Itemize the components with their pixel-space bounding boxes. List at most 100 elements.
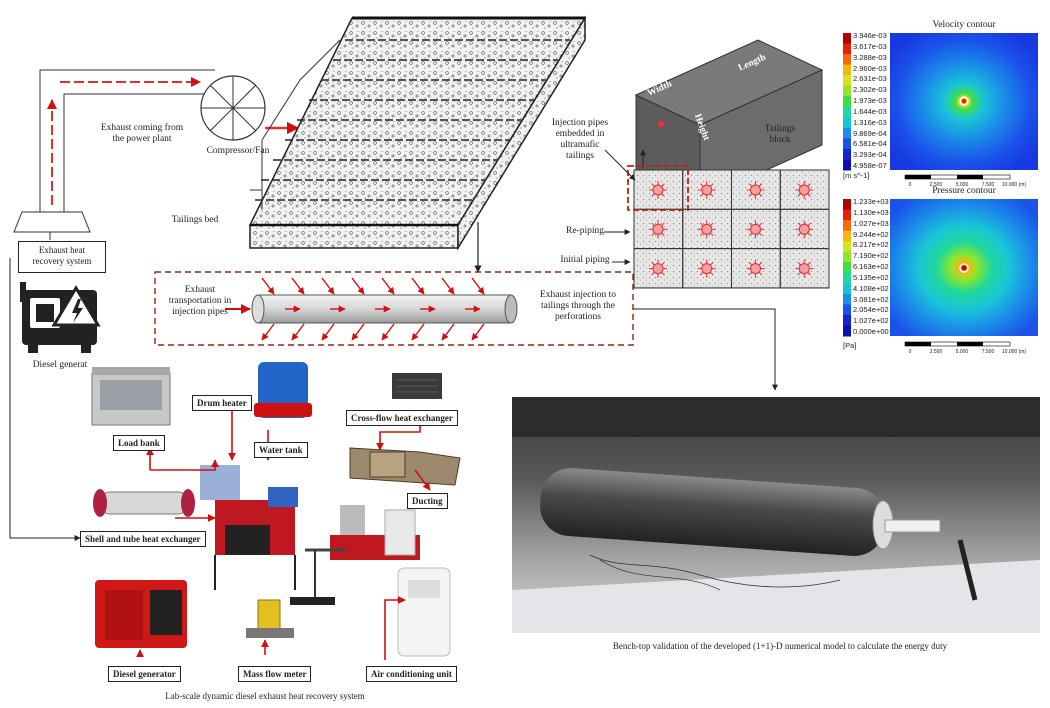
velocity-tick-label: 2.302e-03 xyxy=(853,85,887,95)
grid-cell xyxy=(779,248,830,289)
pressure-colorbar-segment xyxy=(843,272,851,284)
velocity-contour-plot xyxy=(890,33,1038,170)
diesel-generator-icon-label: Diesel generat xyxy=(32,360,88,370)
velocity-colorbar-segment xyxy=(843,64,851,76)
pressure-tick-label: 7.190e+02 xyxy=(853,251,889,261)
injection-point-marker xyxy=(649,181,667,199)
injection-point-marker xyxy=(649,259,667,278)
pressure-tick-label: 1.027e+03 xyxy=(853,218,889,228)
velocity-tick-label: 2.960e-03 xyxy=(853,63,887,73)
velocity-colorbar-segment xyxy=(843,75,851,87)
pressure-colorbar-segment xyxy=(843,304,851,316)
pressure-colorbar-segment xyxy=(843,251,851,263)
ducting-label: Ducting xyxy=(407,493,448,509)
velocity-tick-label: 1.973e-03 xyxy=(853,96,887,105)
connector-line xyxy=(9,258,81,541)
exhaust-coming-label: Exhaust coming from the power plant xyxy=(100,123,184,144)
velocity-scale-label: 2.500 xyxy=(929,182,943,188)
pressure-scale-label: 2.500 xyxy=(929,349,943,355)
exhaust-injection-label: Exhaust injection to tailings through th… xyxy=(540,290,616,322)
lab-caption: Lab-scale dynamic diesel exhaust heat re… xyxy=(165,691,365,701)
velocity-colorbar-segment xyxy=(843,159,851,171)
re-piping-label: Re-piping xyxy=(566,226,604,236)
pressure-title: Pressure contour xyxy=(932,186,996,196)
exhaust-duct xyxy=(13,69,300,240)
velocity-scale-label: 0 xyxy=(908,182,912,188)
pressure-tick-label: 8.217e+02 xyxy=(853,240,889,250)
pressure-scale-label: 7.500 xyxy=(981,349,995,355)
pressure-colorbar-segment xyxy=(843,314,851,326)
pressure-tick-label: 3.081e+02 xyxy=(853,294,889,304)
injection-point-marker xyxy=(697,259,716,278)
pressure-colorbar-segment xyxy=(843,283,851,295)
tailings-bed-label: Tailings bed xyxy=(171,215,219,225)
bench-top-photo xyxy=(512,397,1040,633)
velocity-colorbar-segment xyxy=(843,106,851,118)
lab-system xyxy=(91,362,461,660)
velocity-tick-label: 3.293e-04 xyxy=(853,150,887,160)
pressure-tick-label: 1.233e+03 xyxy=(853,197,889,206)
mass-flow-label: Mass flow meter xyxy=(238,666,312,682)
pressure-tick-label: 1.130e+03 xyxy=(853,207,889,217)
injection-point-marker xyxy=(746,181,765,199)
velocity-tick-label: 1.644e-03 xyxy=(853,106,887,116)
exhaust-heat-recovery-label: Exhaust heat recovery system xyxy=(32,245,92,266)
pressure-colorbar-segment xyxy=(843,241,851,253)
pressure-colorbar-segment xyxy=(843,325,851,337)
pressure-tick-label: 1.027e+02 xyxy=(853,316,889,326)
bench-caption: Bench-top validation of the developed (1… xyxy=(612,641,948,651)
velocity-tick-label: 3.617e-03 xyxy=(853,41,887,51)
exhaust-heat-recovery-box: Exhaust heat recovery system xyxy=(18,241,106,273)
compressor-fan-icon xyxy=(200,75,266,141)
water-tank-label: Water tank xyxy=(254,442,308,458)
injection-point-marker xyxy=(697,181,716,199)
velocity-tick-label: 6.581e-04 xyxy=(853,139,887,149)
injection-pipe-panel xyxy=(154,271,634,346)
pressure-scale-label: 5.000 xyxy=(955,349,969,355)
scale-bars xyxy=(904,174,1011,347)
injection-point-marker xyxy=(746,259,765,278)
injection-point-marker xyxy=(795,181,814,199)
compressor-label: Compressor/Fan xyxy=(206,146,270,156)
highlight-cell xyxy=(627,165,689,211)
pressure-colorbar-segment xyxy=(843,209,851,221)
injection-pipes-label: Injection pipes embedded in ultramafic t… xyxy=(551,118,609,161)
velocity-tick-label: 3.946e-03 xyxy=(853,31,887,40)
injection-point-marker xyxy=(649,220,667,239)
pressure-tick-label: 5.135e+02 xyxy=(853,272,889,282)
drum-heater-label: Drum heater xyxy=(192,395,252,411)
initial-piping-label: Initial piping xyxy=(560,255,610,265)
velocity-colorbar-segment xyxy=(843,96,851,108)
air-conditioning-label: Air conditioning unit xyxy=(366,666,457,682)
injection-point-marker xyxy=(697,220,716,239)
velocity-colorbar-segment xyxy=(843,138,851,150)
pressure-colorbar-segment xyxy=(843,230,851,242)
velocity-tick-label: 2.631e-03 xyxy=(853,74,887,84)
velocity-tick-label: 1.316e-03 xyxy=(853,117,887,127)
velocity-colorbar-segment xyxy=(843,33,851,45)
injection-point-marker xyxy=(795,220,814,239)
velocity-tick-label: 3.288e-03 xyxy=(853,52,887,62)
diesel-generator-label: Diesel generator xyxy=(108,666,181,682)
velocity-tick-label: 9.869e-04 xyxy=(853,128,887,138)
pressure-colorbar-segment xyxy=(843,199,851,211)
velocity-colorbar-segment xyxy=(843,148,851,160)
velocity-scale-label: 7.500 xyxy=(981,182,995,188)
pressure-tick-label: 4.108e+02 xyxy=(853,283,889,293)
velocity-colorbar-segment xyxy=(843,127,851,139)
velocity-colorbar-segment xyxy=(843,117,851,129)
tailings-bed xyxy=(248,15,587,273)
pressure-colorbar-segment xyxy=(843,262,851,274)
pressure-colorbar-segment xyxy=(843,220,851,232)
shell-tube-label: Shell and tube heat exchanger xyxy=(80,531,206,547)
velocity-colorbar-segment xyxy=(843,43,851,55)
load-bank-label: Load bank xyxy=(113,435,165,451)
pressure-scale-label: 10.000 (m) xyxy=(1001,349,1027,355)
velocity-colorbar-segment xyxy=(843,85,851,97)
pressure-tick-label: 9.244e+02 xyxy=(853,229,889,239)
pressure-tick-label: 2.054e+02 xyxy=(853,305,889,315)
piping-grid xyxy=(633,169,830,289)
colorbars xyxy=(843,33,851,337)
pressure-tick-label: 0.000e+00 xyxy=(853,327,889,336)
